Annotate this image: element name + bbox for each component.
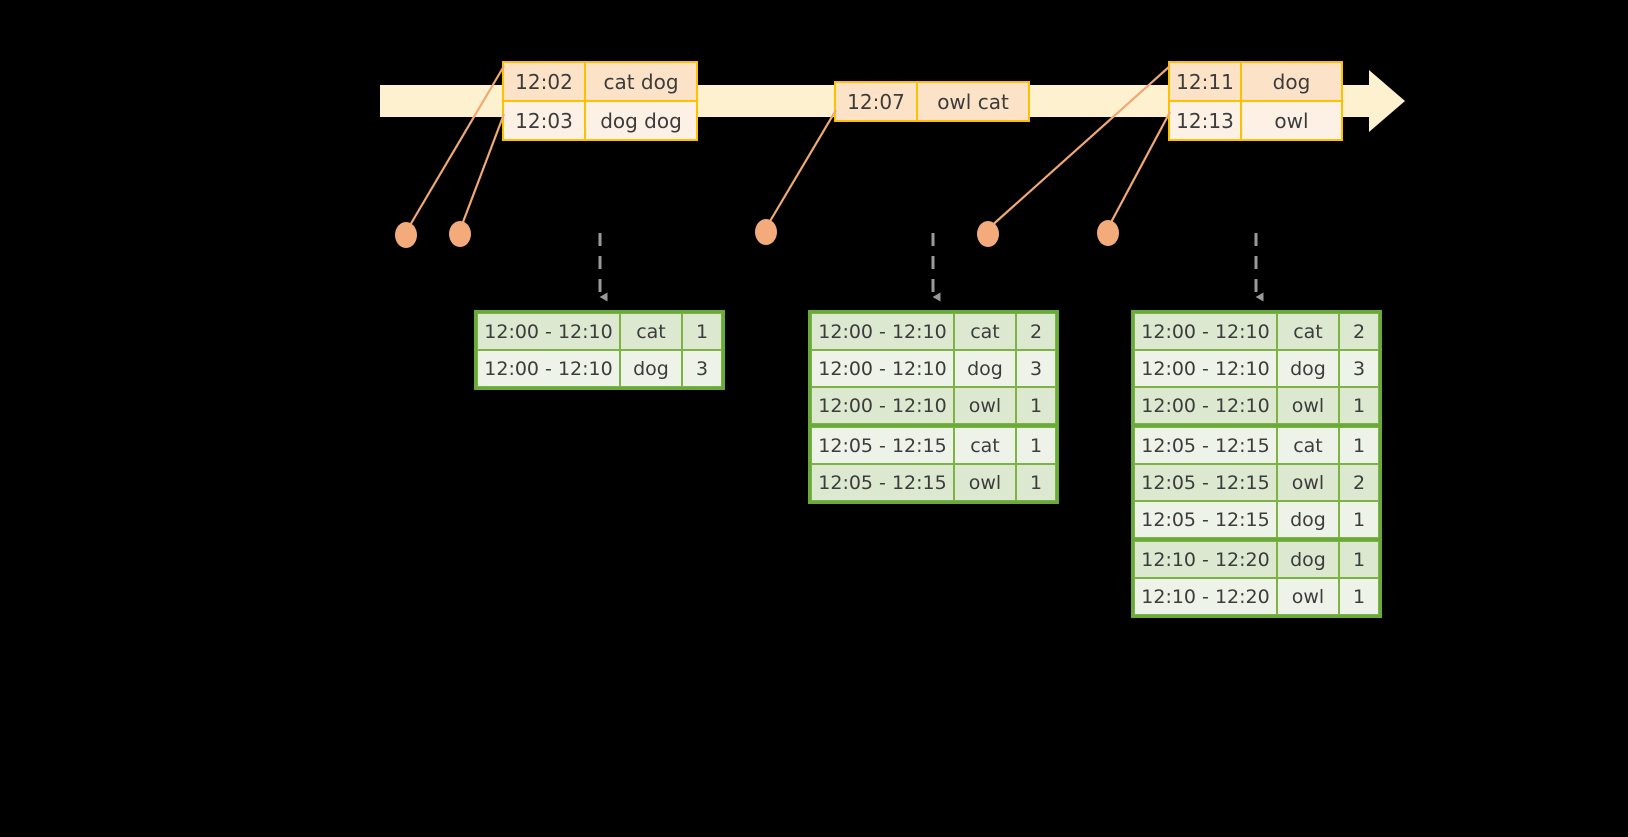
event-time: 12:11 — [1170, 63, 1242, 100]
count-cell: 3 — [1339, 350, 1379, 387]
window-cell: 12:00 - 12:10 — [477, 350, 620, 387]
timeline-marker-dot[interactable] — [1097, 220, 1119, 246]
word-cell: cat — [1277, 313, 1339, 350]
window-cell: 12:10 - 12:20 — [1134, 578, 1277, 615]
count-cell: 1 — [1339, 578, 1379, 615]
timeline-marker-dot[interactable] — [395, 222, 417, 248]
result-table-1: 12:00 - 12:10 cat 1 12:00 - 12:10 dog 3 — [474, 310, 725, 390]
event-row: 12:07 owl cat — [836, 83, 1028, 120]
table-row: 12:00 - 12:10 cat 1 — [477, 313, 722, 350]
window-cell: 12:00 - 12:10 — [477, 313, 620, 350]
count-cell: 3 — [1016, 350, 1056, 387]
table-row: 12:05 - 12:15 owl 1 — [811, 464, 1056, 501]
word-cell: owl — [1277, 578, 1339, 615]
window-cell: 12:00 - 12:10 — [1134, 313, 1277, 350]
word-cell: owl — [1277, 464, 1339, 501]
table-row: 12:00 - 12:10 cat 2 — [811, 313, 1056, 350]
event-time: 12:03 — [504, 102, 586, 139]
count-cell: 2 — [1339, 464, 1379, 501]
event-words: owl — [1242, 102, 1341, 139]
word-cell: owl — [954, 387, 1016, 424]
event-words: dog dog — [586, 102, 696, 139]
event-words: owl cat — [918, 83, 1028, 120]
event-time: 12:07 — [836, 83, 918, 120]
event-row: 12:02 cat dog — [504, 63, 696, 100]
event-row: 12:13 owl — [1170, 100, 1341, 139]
result-table-3: 12:00 - 12:10 cat 2 12:00 - 12:10 dog 3 … — [1131, 310, 1382, 618]
window-cell: 12:00 - 12:10 — [811, 387, 954, 424]
event-box-2[interactable]: 12:07 owl cat — [834, 81, 1030, 122]
table-row: 12:00 - 12:10 cat 2 — [1134, 313, 1379, 350]
count-cell: 1 — [1016, 387, 1056, 424]
word-cell: cat — [1277, 427, 1339, 464]
word-cell: cat — [954, 313, 1016, 350]
timeline-marker-dot[interactable] — [977, 221, 999, 247]
event-time: 12:02 — [504, 63, 586, 100]
count-cell: 1 — [1016, 464, 1056, 501]
count-cell: 1 — [1339, 501, 1379, 538]
count-cell: 3 — [682, 350, 722, 387]
word-cell: dog — [1277, 501, 1339, 538]
count-cell: 1 — [1016, 427, 1056, 464]
window-cell: 12:05 - 12:15 — [1134, 501, 1277, 538]
timeline-arrow-head — [1369, 70, 1405, 132]
word-cell: dog — [954, 350, 1016, 387]
window-cell: 12:00 - 12:10 — [1134, 387, 1277, 424]
event-box-3[interactable]: 12:11 dog 12:13 owl — [1168, 61, 1343, 141]
word-cell: dog — [1277, 541, 1339, 578]
window-cell: 12:05 - 12:15 — [811, 464, 954, 501]
event-row: 12:11 dog — [1170, 63, 1341, 100]
word-cell: cat — [954, 427, 1016, 464]
table-row: 12:00 - 12:10 owl 1 — [1134, 387, 1379, 427]
event-row: 12:03 dog dog — [504, 100, 696, 139]
window-cell: 12:05 - 12:15 — [1134, 464, 1277, 501]
word-cell: cat — [620, 313, 682, 350]
window-cell: 12:05 - 12:15 — [811, 427, 954, 464]
word-cell: owl — [1277, 387, 1339, 424]
table-row: 12:05 - 12:15 owl 2 — [1134, 464, 1379, 501]
event-words: cat dog — [586, 63, 696, 100]
table-row: 12:00 - 12:10 dog 3 — [811, 350, 1056, 387]
table-row: 12:05 - 12:15 dog 1 — [1134, 501, 1379, 541]
count-cell: 1 — [1339, 387, 1379, 424]
window-cell: 12:00 - 12:10 — [1134, 350, 1277, 387]
table-row: 12:10 - 12:20 dog 1 — [1134, 541, 1379, 578]
window-cell: 12:00 - 12:10 — [811, 350, 954, 387]
table-row: 12:00 - 12:10 dog 3 — [1134, 350, 1379, 387]
event-box-1[interactable]: 12:02 cat dog 12:03 dog dog — [502, 61, 698, 141]
leader-line-3 — [765, 109, 837, 229]
count-cell: 1 — [1339, 541, 1379, 578]
window-cell: 12:00 - 12:10 — [811, 313, 954, 350]
table-row: 12:00 - 12:10 dog 3 — [477, 350, 722, 387]
event-words: dog — [1242, 63, 1341, 100]
count-cell: 2 — [1016, 313, 1056, 350]
leader-line-5 — [1107, 111, 1171, 229]
result-table-2: 12:00 - 12:10 cat 2 12:00 - 12:10 dog 3 … — [808, 310, 1059, 504]
count-cell: 2 — [1339, 313, 1379, 350]
table-row: 12:10 - 12:20 owl 1 — [1134, 578, 1379, 615]
timeline-marker-dot[interactable] — [755, 219, 777, 245]
table-row: 12:05 - 12:15 cat 1 — [1134, 427, 1379, 464]
word-cell: owl — [954, 464, 1016, 501]
word-cell: dog — [1277, 350, 1339, 387]
event-time: 12:13 — [1170, 102, 1242, 139]
leader-line-2 — [458, 113, 506, 231]
count-cell: 1 — [682, 313, 722, 350]
window-cell: 12:10 - 12:20 — [1134, 541, 1277, 578]
window-cell: 12:05 - 12:15 — [1134, 427, 1277, 464]
table-row: 12:05 - 12:15 cat 1 — [811, 427, 1056, 464]
table-row: 12:00 - 12:10 owl 1 — [811, 387, 1056, 427]
timeline-marker-dot[interactable] — [449, 221, 471, 247]
count-cell: 1 — [1339, 427, 1379, 464]
word-cell: dog — [620, 350, 682, 387]
